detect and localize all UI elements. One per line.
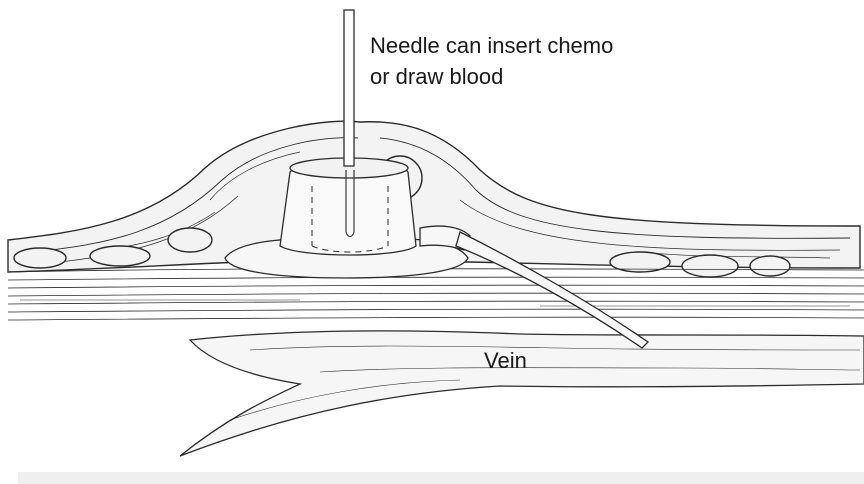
footer-bar xyxy=(18,472,864,484)
port-body xyxy=(280,158,416,255)
needle-label-line-2: or draw blood xyxy=(370,62,503,92)
muscle-layer xyxy=(8,269,864,320)
vein-label: Vein xyxy=(484,346,527,376)
needle-label-line-1: Needle can insert chemo xyxy=(370,31,613,61)
